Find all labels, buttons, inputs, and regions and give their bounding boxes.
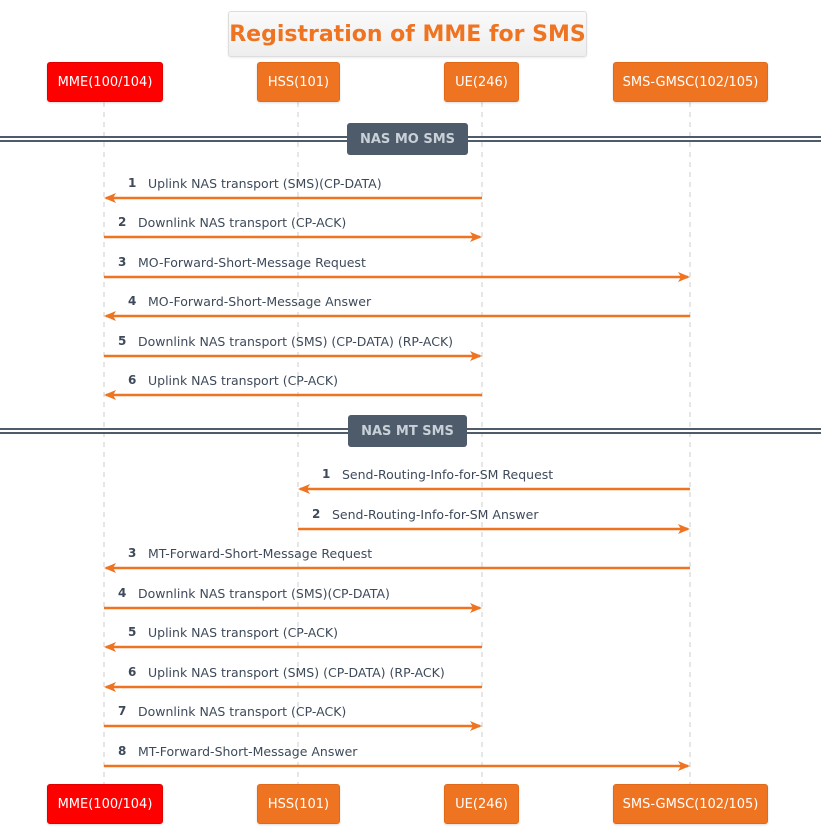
message-label: Send-Routing-Info-for-SM Answer [332,507,539,522]
message-label: Uplink NAS transport (SMS)(CP-DATA) [148,176,382,191]
message-number: 5 [118,334,127,348]
message-label: Uplink NAS transport (CP-ACK) [148,373,338,388]
message-number: 6 [128,665,137,679]
message-label: Uplink NAS transport (CP-ACK) [148,625,338,640]
message-label: Downlink NAS transport (SMS) (CP-DATA) (… [138,334,454,349]
message-number: 8 [118,744,127,758]
message-number: 2 [118,215,127,229]
message-number: 6 [128,373,137,387]
message-label: Downlink NAS transport (CP-ACK) [138,215,347,230]
participant-hss-top: HSS(101) [257,62,340,102]
message-number: 7 [118,704,127,718]
diagram-title: Registration of MME for SMS [229,21,586,47]
message-label: Uplink NAS transport (SMS) (CP-DATA) (RP… [148,665,445,680]
participant-mme-bottom: MME(100/104) [47,784,163,824]
participant-gmsc-bottom: SMS-GMSC(102/105) [613,784,768,824]
message-label: Downlink NAS transport (CP-ACK) [138,704,347,719]
diagram-title-box: Registration of MME for SMS [228,11,587,57]
message-number: 4 [118,586,127,600]
section-label: NAS MT SMS [348,415,467,447]
message-label: MT-Forward-Short-Message Request [148,546,373,561]
message-label: MO-Forward-Short-Message Answer [148,294,372,309]
message-number: 1 [322,467,331,481]
participant-ue-top: UE(246) [444,62,519,102]
participant-ue-bottom: UE(246) [444,784,519,824]
message-number: 1 [128,176,137,190]
message-label: MO-Forward-Short-Message Request [138,255,366,270]
message-number: 4 [128,294,137,308]
message-number: 3 [118,255,127,269]
message-label: Downlink NAS transport (SMS)(CP-DATA) [138,586,390,601]
section-label: NAS MO SMS [347,123,468,155]
participant-gmsc-top: SMS-GMSC(102/105) [613,62,768,102]
message-number: 3 [128,546,137,560]
message-number: 2 [312,507,321,521]
message-label: MT-Forward-Short-Message Answer [138,744,358,759]
message-label: Send-Routing-Info-for-SM Request [342,467,554,482]
message-number: 5 [128,625,137,639]
participant-hss-bottom: HSS(101) [257,784,340,824]
participant-mme-top: MME(100/104) [47,62,163,102]
